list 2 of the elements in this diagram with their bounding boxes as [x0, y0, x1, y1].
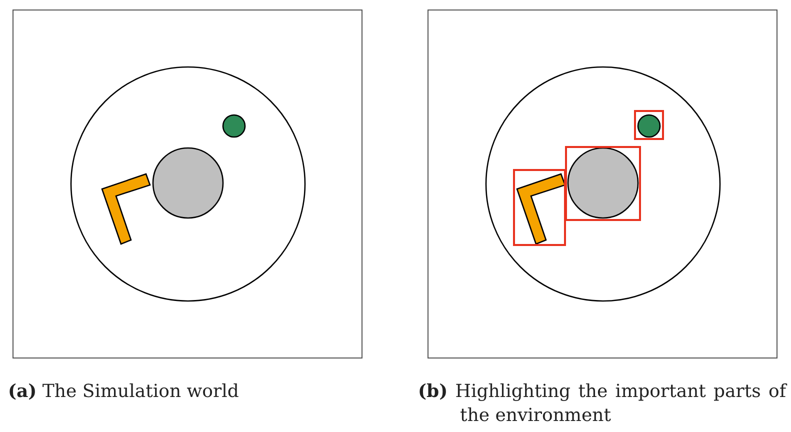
- subfigure-caption: (a) The Simulation world: [8, 380, 239, 404]
- subfigure-caption: (b) Highlighting the important parts of the environment: [418, 380, 786, 428]
